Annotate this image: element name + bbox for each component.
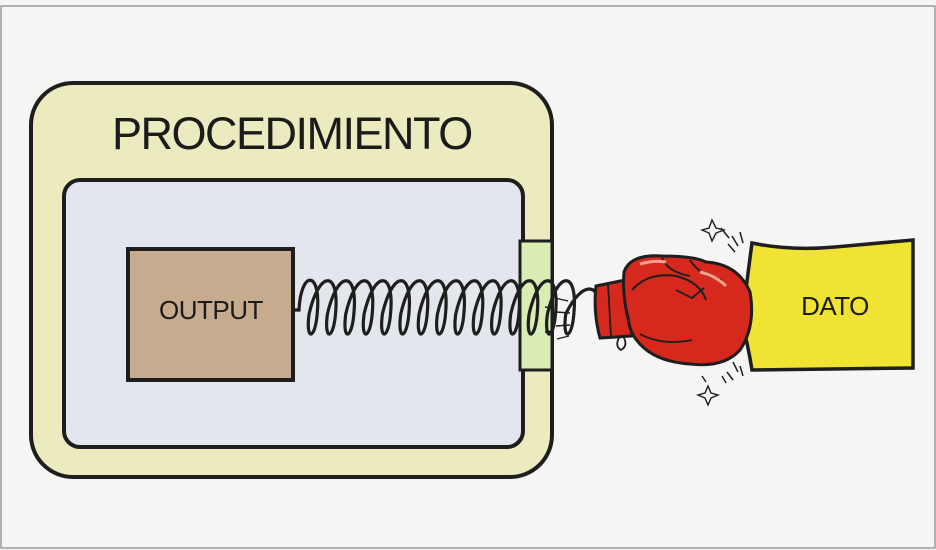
output-label: OUTPUT <box>159 295 263 325</box>
boxing-glove-icon <box>593 254 754 367</box>
data-label: DATO <box>801 291 869 321</box>
frame <box>0 5 936 549</box>
output-box <box>126 247 295 382</box>
procedure-title: PROCEDIMIENTO <box>112 108 473 159</box>
spring <box>291 278 600 336</box>
sparkle-icon <box>695 218 727 407</box>
motion-lines <box>544 297 571 340</box>
output-port <box>518 239 554 372</box>
